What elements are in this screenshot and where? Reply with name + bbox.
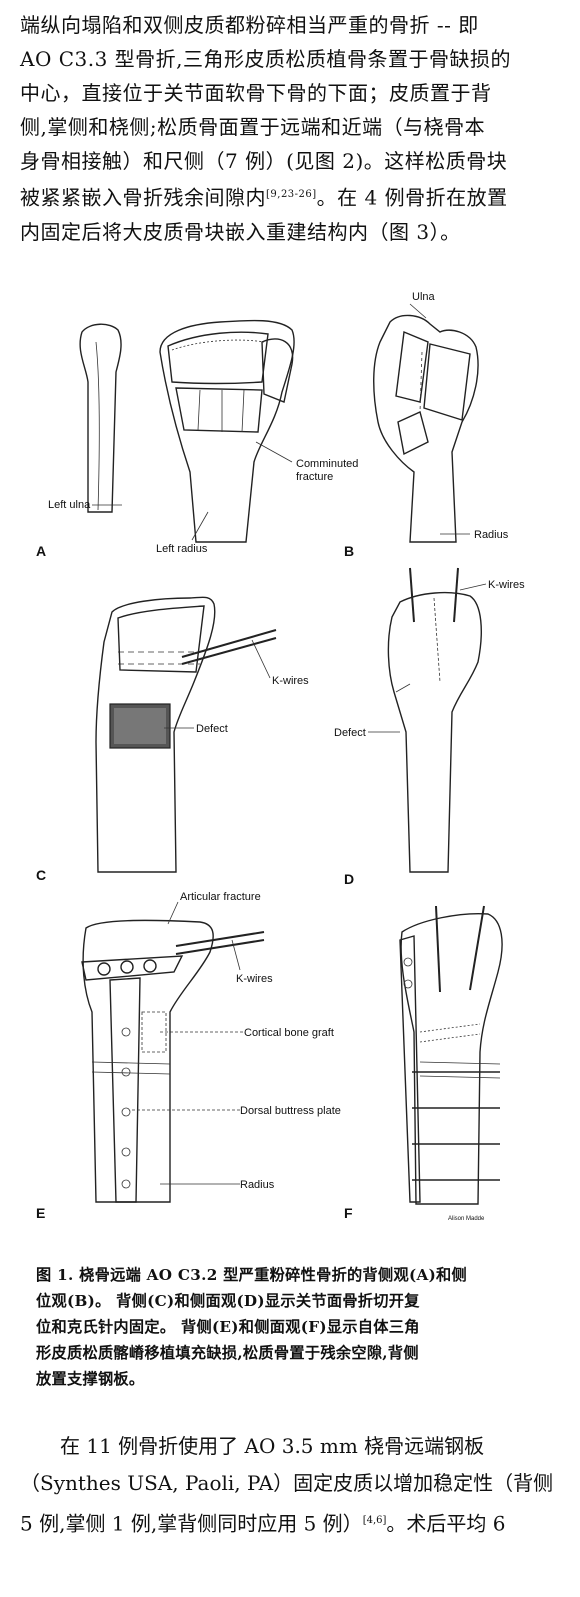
text-fragment: 被紧紧嵌入骨折残余间隙内	[20, 185, 266, 210]
panel-e-drawing	[81, 919, 214, 1203]
label-kwires-c: K-wires	[272, 675, 309, 687]
text-line: 端纵向塌陷和双侧皮质都粉碎相当严重的骨折 -- 即	[20, 13, 479, 37]
text-line: 在 11 例骨折使用了 AO 3.5 mm 桡骨远端钢板	[20, 1434, 485, 1458]
signature: Alison Madde	[448, 1216, 485, 1222]
label-radius-e: Radius	[240, 1179, 275, 1191]
label-kwires-d: K-wires	[488, 579, 525, 591]
label-ulna: Ulna	[412, 291, 436, 303]
panel-label-b: B	[344, 543, 354, 559]
caption-line: 位和克氏针内固定。 背侧(E)和侧面观(F)显示自体三角	[36, 1318, 420, 1336]
text-fragment: 5 例,掌侧 1 例,掌背侧同时应用 5 例）	[20, 1511, 363, 1536]
text-line: 内固定后将大皮质骨块嵌入重建结构内（图 3）。	[20, 219, 461, 244]
label-left-radius: Left radius	[156, 543, 208, 555]
label-articular-fracture: Articular fracture	[180, 891, 261, 903]
panel-label-c: C	[36, 867, 46, 883]
caption-line: 图 1. 桡骨远端 AO C3.2 型严重粉碎性骨折的背侧观(A)和侧	[36, 1266, 468, 1284]
panel-a-drawing	[79, 319, 295, 543]
text-fragment: 。术后平均 6	[386, 1511, 506, 1536]
panel-label-a: A	[36, 543, 46, 559]
label-fracture: fracture	[296, 471, 333, 483]
label-dorsal-buttress-plate: Dorsal buttress plate	[240, 1105, 341, 1117]
panel-d-drawing	[387, 591, 482, 873]
text-line: AO C3.3 型骨折,三角形皮质松质植骨条置于骨缺损的	[20, 47, 512, 71]
label-defect-c: Defect	[196, 723, 228, 735]
figure-illustration: Left ulna Left radius Comminuted fractur…	[36, 291, 525, 1222]
label-cortical-bone-graft: Cortical bone graft	[244, 1027, 334, 1039]
figure-caption: 图 1. 桡骨远端 AO C3.2 型严重粉碎性骨折的背侧观(A)和侧 位观(B…	[36, 1262, 536, 1392]
body-paragraph-1: 端纵向塌陷和双侧皮质都粉碎相当严重的骨折 -- 即 AO C3.3 型骨折,三角…	[20, 8, 560, 249]
panel-label-d: D	[344, 871, 354, 887]
label-kwires-e: K-wires	[236, 973, 273, 985]
label-defect-d: Defect	[334, 727, 366, 739]
citation-ref: [4,6]	[362, 1515, 387, 1526]
text-line: 被紧紧嵌入骨折残余间隙内[9,23-26]。在 4 例骨折在放置	[20, 178, 560, 215]
body-paragraph-2: 在 11 例骨折使用了 AO 3.5 mm 桡骨远端钢板 （Synthes US…	[20, 1428, 560, 1543]
text-line: 5 例,掌侧 1 例,掌背侧同时应用 5 例）[4,6]。术后平均 6	[20, 1502, 560, 1543]
panel-label-f: F	[344, 1205, 353, 1221]
caption-line: 位观(B)。 背侧(C)和侧面观(D)显示关节面骨折切开复	[36, 1292, 420, 1310]
text-line: 侧,掌侧和桡侧;松质骨面置于远端和近端（与桡骨本	[20, 115, 486, 139]
text-line: 中心，直接位于关节面软骨下骨的下面；皮质置于背	[20, 81, 492, 105]
caption-line: 放置支撑钢板。	[36, 1370, 145, 1388]
panel-label-e: E	[36, 1205, 45, 1221]
label-comminuted: Comminuted	[296, 458, 358, 470]
panel-b-drawing	[373, 314, 479, 543]
panel-c-drawing	[95, 596, 216, 873]
label-left-ulna: Left ulna	[48, 499, 91, 511]
label-radius-b: Radius	[474, 529, 509, 541]
text-fragment: 。在 4 例骨折在放置	[316, 185, 508, 210]
text-line: 身骨相接触）和尺侧（7 例）(见图 2)。这样松质骨块	[20, 149, 508, 173]
text-line: （Synthes USA, Paoli, PA）固定皮质以增加稳定性（背侧	[20, 1471, 554, 1495]
citation-ref: [9,23-26]	[266, 189, 317, 200]
caption-line: 形皮质松质髂嵴移植填充缺损,松质骨置于残余空隙,背侧	[36, 1344, 419, 1362]
panel-f-drawing	[399, 912, 503, 1205]
